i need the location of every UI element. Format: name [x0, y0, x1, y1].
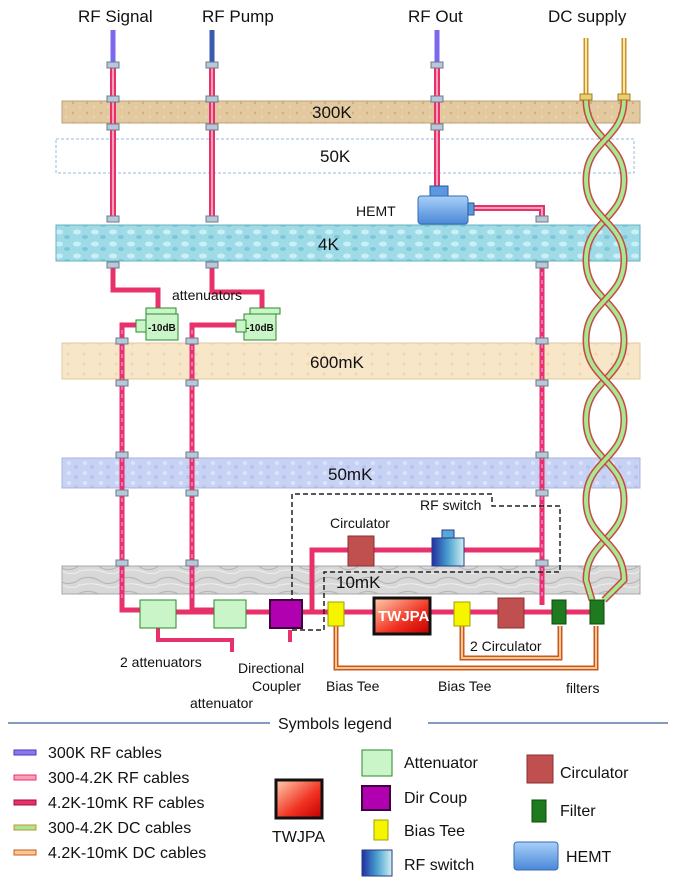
legend-dircoup-swatch [361, 785, 391, 811]
rf-switch-boundary [291, 493, 561, 631]
twjpa-label: TWJPA [378, 608, 430, 625]
legend-attenuator-label: Attenuator [404, 755, 479, 772]
bias-tee-label-2: Bias Tee [438, 678, 492, 694]
filter-block-2 [589, 599, 605, 625]
rf-switch-label: RF switch [420, 497, 481, 513]
legend-cable-1: 300K RF cables [48, 745, 162, 762]
legend-circulator-label: Circulator [560, 765, 629, 782]
bias-tee-label-1: Bias Tee [326, 678, 380, 694]
legend-swatch-4k-10mk-rf [13, 799, 37, 806]
legend-dircoup-label: Dir Coup [404, 790, 467, 807]
legend-biastee-label: Bias Tee [404, 823, 465, 840]
attenuator-signal [135, 307, 179, 341]
circulator-block [347, 535, 375, 567]
two-attenuators-label: 2 attenuators [120, 654, 202, 670]
legend-rfswitch-swatch [361, 849, 393, 877]
hemt-amplifier [417, 185, 475, 225]
rf-signal-label: RF Signal [78, 7, 153, 26]
attenuators-label: attenuators [172, 287, 242, 303]
filters-label: filters [566, 680, 599, 696]
rf-switch-block [431, 529, 465, 567]
legend-swatch-300-4k-dc [13, 824, 37, 831]
directional-coupler-block [269, 599, 303, 629]
connectors [106, 61, 549, 567]
legend-cable-3: 4.2K-10mK RF cables [48, 795, 205, 812]
legend-title: Symbols legend [278, 716, 392, 733]
two-circulator-label: 2 Circulator [470, 638, 542, 654]
bias-tee-block-2 [453, 601, 471, 627]
circulator-block-2 [497, 597, 525, 629]
legend-rfswitch-label: RF switch [404, 857, 474, 874]
legend-swatch-300k-rf [13, 749, 37, 756]
attenuator-10mk-2 [213, 599, 247, 629]
stage-4k-label: 4K [318, 235, 339, 254]
twjpa-block [372, 596, 432, 636]
stage-50k [55, 138, 635, 174]
legend-attenuator-swatch [361, 749, 393, 777]
legend-swatch-4k-10mk-dc [13, 849, 37, 856]
directional-coupler-label-2: Coupler [252, 678, 301, 694]
stage-300k-label: 300K [312, 103, 352, 122]
stage-4k [55, 224, 641, 262]
legend-cable-4: 300-4.2K DC cables [48, 820, 191, 837]
attenuator-signal-value: -10dB [148, 323, 176, 334]
legend-swatch-300-4k-rf [13, 774, 37, 781]
bias-tee-block-1 [327, 601, 345, 627]
legend-hemt-label: HEMT [566, 849, 612, 866]
stage-50k-label: 50K [320, 147, 351, 166]
legend-twjpa-label: TWJPA [272, 829, 325, 846]
legend: Symbols legend 300K RF cables 300-4.2K R… [8, 716, 668, 877]
legend-hemt-swatch [513, 841, 559, 871]
legend-circulator-swatch [526, 754, 554, 784]
attenuator-pump [235, 307, 281, 341]
attenuator-pump-value: -10dB [246, 323, 274, 334]
dc-twisted-pair [579, 38, 631, 603]
legend-filter-swatch [531, 799, 547, 823]
attenuator-label: attenuator [190, 695, 253, 711]
dc-supply-label: DC supply [548, 7, 627, 26]
attenuator-10mk-1 [139, 599, 177, 629]
rf-out-label: RF Out [408, 7, 463, 26]
legend-biastee-swatch [373, 819, 389, 841]
stage-50mk-label: 50mK [328, 465, 373, 484]
rf-pump-label: RF Pump [202, 7, 274, 26]
filter-block-1 [551, 599, 567, 625]
legend-filter-label: Filter [560, 803, 596, 820]
circulator-label: Circulator [330, 515, 390, 531]
stage-300k [61, 100, 641, 124]
directional-coupler-label-1: Directional [238, 660, 304, 676]
stage-10mk-label: 10mK [336, 573, 381, 592]
rf-lines [110, 30, 599, 671]
hemt-label: HEMT [356, 203, 396, 219]
legend-cable-5: 4.2K-10mK DC cables [48, 845, 206, 862]
legend-twjpa-swatch [274, 778, 324, 820]
stage-600mk-label: 600mK [310, 353, 365, 372]
legend-cable-2: 300-4.2K RF cables [48, 770, 189, 787]
